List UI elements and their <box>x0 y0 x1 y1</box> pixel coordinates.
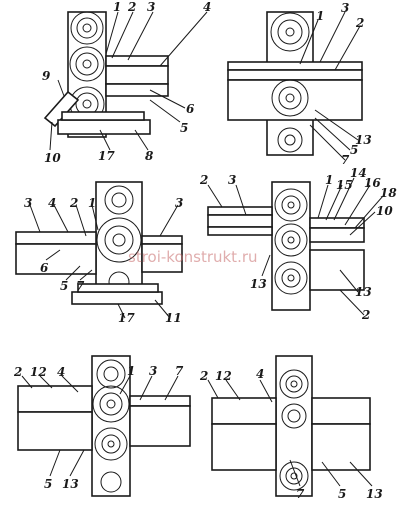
label-3: 3 <box>149 364 157 378</box>
label-2: 2 <box>355 16 364 30</box>
label-13: 13 <box>250 277 267 291</box>
log-rings <box>279 369 309 491</box>
leader-lines <box>49 11 208 151</box>
label-4: 4 <box>203 0 211 14</box>
label-1: 1 <box>316 9 324 23</box>
leader-lines <box>29 204 179 319</box>
label-18: 18 <box>380 186 397 200</box>
log-rings <box>270 12 310 153</box>
label-11: 11 <box>165 311 182 325</box>
label-2: 2 <box>199 369 208 383</box>
label-17: 17 <box>118 311 135 325</box>
label-1: 1 <box>113 0 121 14</box>
label-3: 3 <box>24 196 32 210</box>
leader-lines <box>207 379 373 487</box>
label-3: 3 <box>175 196 183 210</box>
label-13: 13 <box>62 477 79 491</box>
label-13: 13 <box>366 487 383 501</box>
label-1: 1 <box>88 196 96 210</box>
label-3: 3 <box>341 1 349 15</box>
detail-panel-3: 3 4 2 1 3 6 5 7 17 11 <box>15 181 183 325</box>
label-2: 2 <box>13 365 22 379</box>
label-10: 10 <box>376 204 393 218</box>
leader-lines <box>207 177 384 316</box>
label-3: 3 <box>147 0 155 14</box>
label-16: 16 <box>364 176 381 190</box>
watermark: stroi-konstrukt.ru <box>128 248 258 266</box>
label-1: 1 <box>127 364 135 378</box>
label-2: 2 <box>69 196 78 210</box>
leader-lines <box>299 11 361 161</box>
label-8: 8 <box>145 149 154 163</box>
label-2: 2 <box>127 0 136 14</box>
detail-panel-1: 1 2 3 4 9 6 5 10 17 8 <box>42 0 211 165</box>
label-3: 3 <box>228 173 236 187</box>
detail-panel-4: 2 3 1 15 14 16 18 10 13 13 2 <box>199 166 397 322</box>
label-5: 5 <box>60 279 68 293</box>
label-10: 10 <box>44 151 61 165</box>
label-17: 17 <box>98 149 115 163</box>
label-5: 5 <box>44 477 52 491</box>
log-rings <box>92 359 130 493</box>
label-6: 6 <box>186 102 195 116</box>
label-7: 7 <box>341 153 350 167</box>
label-7: 7 <box>296 487 305 501</box>
label-12: 12 <box>30 365 47 379</box>
label-5: 5 <box>350 143 358 157</box>
label-15: 15 <box>336 178 353 192</box>
label-2: 2 <box>361 308 370 322</box>
label-4: 4 <box>256 367 264 381</box>
label-9: 9 <box>42 69 51 83</box>
log-rings <box>274 188 308 295</box>
label-14: 14 <box>350 166 367 180</box>
label-5: 5 <box>180 121 188 135</box>
label-13: 13 <box>355 133 372 147</box>
label-12: 12 <box>215 369 232 383</box>
label-7: 7 <box>76 279 85 293</box>
leader-lines <box>21 375 179 477</box>
label-13: 13 <box>355 285 372 299</box>
label-4: 4 <box>57 365 65 379</box>
detail-panel-2: 1 3 2 13 5 7 <box>227 1 372 167</box>
label-6: 6 <box>40 261 49 275</box>
label-2: 2 <box>199 173 208 187</box>
label-5: 5 <box>338 487 346 501</box>
log-rings <box>96 185 142 293</box>
detail-panel-6: 2 12 4 7 5 13 <box>199 355 383 501</box>
label-7: 7 <box>175 364 184 378</box>
detail-panel-5: 2 12 4 1 3 7 5 13 <box>13 355 191 497</box>
label-4: 4 <box>48 196 56 210</box>
label-1: 1 <box>325 173 333 187</box>
